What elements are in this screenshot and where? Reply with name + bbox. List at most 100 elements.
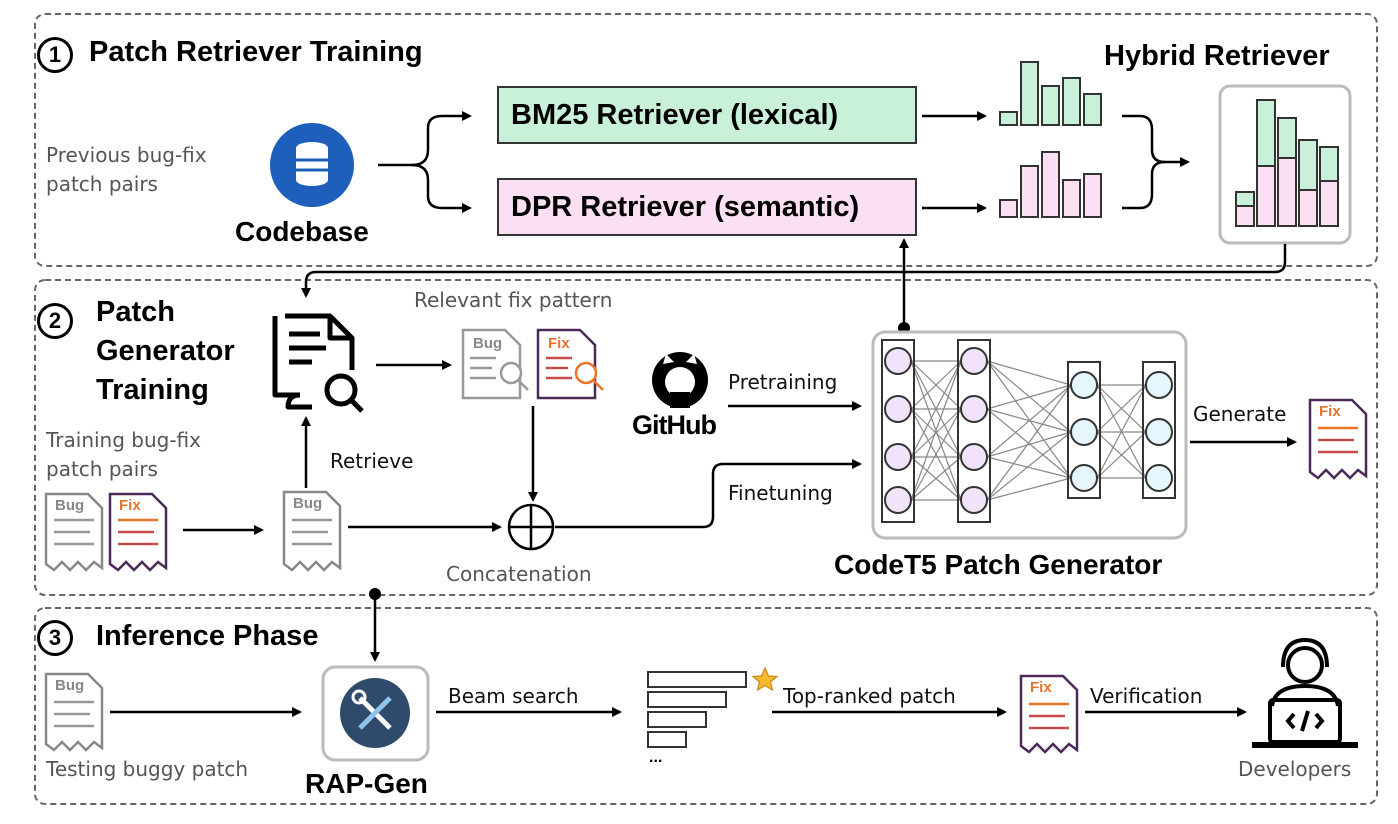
pattern-fix-doc (536, 328, 604, 400)
bm25-retriever-box: BM25 Retriever (lexical) (497, 86, 917, 144)
network-edge (910, 360, 962, 410)
generated-fix-doc (1308, 398, 1368, 480)
training-bug-doc (44, 492, 104, 572)
network-edge (986, 384, 1072, 501)
merge-arrows (1122, 114, 1190, 210)
dpr-histogram (999, 151, 1102, 218)
rapgen-label: RAP-Gen (305, 768, 428, 799)
training-bug-text: Bug (55, 497, 85, 514)
concatenation-label: Concatenation (446, 562, 592, 586)
github-label: GitHub (632, 410, 717, 440)
network-edge (910, 408, 962, 501)
star-icon (751, 666, 779, 692)
network-node (884, 486, 912, 514)
codebase-caption-line2: patch pairs (46, 172, 158, 196)
dpr-retriever-box: DPR Retriever (semantic) (497, 178, 917, 236)
network-node (1145, 418, 1173, 446)
verification-label: Verification (1090, 684, 1203, 708)
top-ranked-patch-label: Top-ranked patch (783, 684, 956, 708)
network-node (960, 443, 988, 471)
query-bug-doc (282, 490, 342, 572)
dpr-retriever-label: DPR Retriever (semantic) (511, 190, 860, 223)
section1-title: Patch Retriever Training (89, 36, 423, 68)
top-fix-doc (1019, 674, 1079, 754)
section3-number: 3 (37, 620, 73, 656)
beam-search-label: Beam search (448, 684, 579, 708)
training-pairs-line2: patch pairs (46, 457, 158, 481)
network-edge (910, 408, 962, 458)
network-node (1070, 371, 1098, 399)
pattern-bug-doc (461, 328, 529, 400)
section3-frame (34, 607, 1378, 805)
database-icon (270, 123, 354, 207)
codebase-caption-line1: Previous bug-fix (46, 143, 207, 167)
section2-title-line3: Training (96, 374, 209, 406)
section3-title: Inference Phase (96, 620, 319, 652)
network-edge (1096, 431, 1147, 479)
network-edge (986, 431, 1072, 501)
network-edge (986, 456, 1072, 479)
network-node (884, 347, 912, 375)
section2-number: 2 (37, 303, 73, 339)
network-edge (986, 477, 1072, 501)
codet5-box (871, 330, 1188, 540)
network-node (1145, 371, 1173, 399)
network-node (1070, 464, 1098, 492)
generate-label: Generate (1193, 402, 1287, 426)
network-node (960, 486, 988, 514)
network-node (884, 395, 912, 423)
top-fix-text: Fix (1030, 679, 1052, 696)
network-edge (1096, 384, 1147, 433)
network-edge (986, 384, 1072, 410)
network-node (884, 443, 912, 471)
testing-buggy-patch-label: Testing buggy patch (46, 757, 249, 781)
ranked-list (647, 671, 747, 748)
section2-title-line2: Generator (96, 335, 235, 367)
github-icon (652, 352, 708, 408)
training-pairs-line1: Training bug-fix (46, 428, 201, 452)
relevant-fix-pattern-label: Relevant fix pattern (414, 288, 613, 312)
network-node (960, 347, 988, 375)
network-layers (881, 339, 1176, 523)
bm25-retriever-label: BM25 Retriever (lexical) (511, 98, 839, 131)
network-edge (986, 360, 1072, 386)
network-edge (1096, 384, 1147, 479)
network-edge (986, 384, 1072, 458)
network-edge (910, 456, 962, 501)
hybrid-to-retrieval-arrow (301, 244, 1287, 298)
training-fix-text: Fix (119, 497, 141, 514)
hybrid-histogram (1235, 99, 1339, 227)
retrieve-label: Retrieve (330, 449, 414, 473)
network-node (960, 395, 988, 423)
bm25-histogram (999, 61, 1102, 126)
training-fix-doc (108, 492, 168, 572)
network-node (1070, 418, 1098, 446)
rapgen-tools-icon (340, 678, 410, 748)
codebase-branch-arrows (378, 111, 472, 213)
network-edge (986, 360, 1072, 479)
network-connections (910, 360, 1147, 501)
network-edge (910, 360, 962, 458)
developer-icon (1252, 637, 1358, 748)
pattern-fix-text: Fix (548, 335, 570, 352)
codet5-label: CodeT5 Patch Generator (834, 549, 1163, 580)
pattern-bug-text: Bug (473, 335, 503, 352)
network-edge (910, 360, 962, 501)
query-bug-text: Bug (293, 495, 323, 512)
finetuning-arrow (555, 459, 862, 529)
section2-title-line1: Patch (96, 296, 175, 328)
testing-bug-text: Bug (55, 677, 85, 694)
testing-bug-doc (44, 672, 104, 752)
finetuning-label: Finetuning (728, 481, 833, 505)
network-nodes (884, 347, 1173, 514)
ranked-list-ellipsis: ... (649, 749, 663, 766)
section1-frame (34, 13, 1378, 267)
generated-fix-text: Fix (1319, 403, 1341, 420)
codebase-label: Codebase (235, 216, 369, 247)
hybrid-retriever-title: Hybrid Retriever (1104, 40, 1330, 72)
section2-frame (34, 279, 1378, 596)
developers-label: Developers (1238, 757, 1352, 781)
network-node (1145, 464, 1173, 492)
section1-number: 1 (37, 37, 73, 73)
